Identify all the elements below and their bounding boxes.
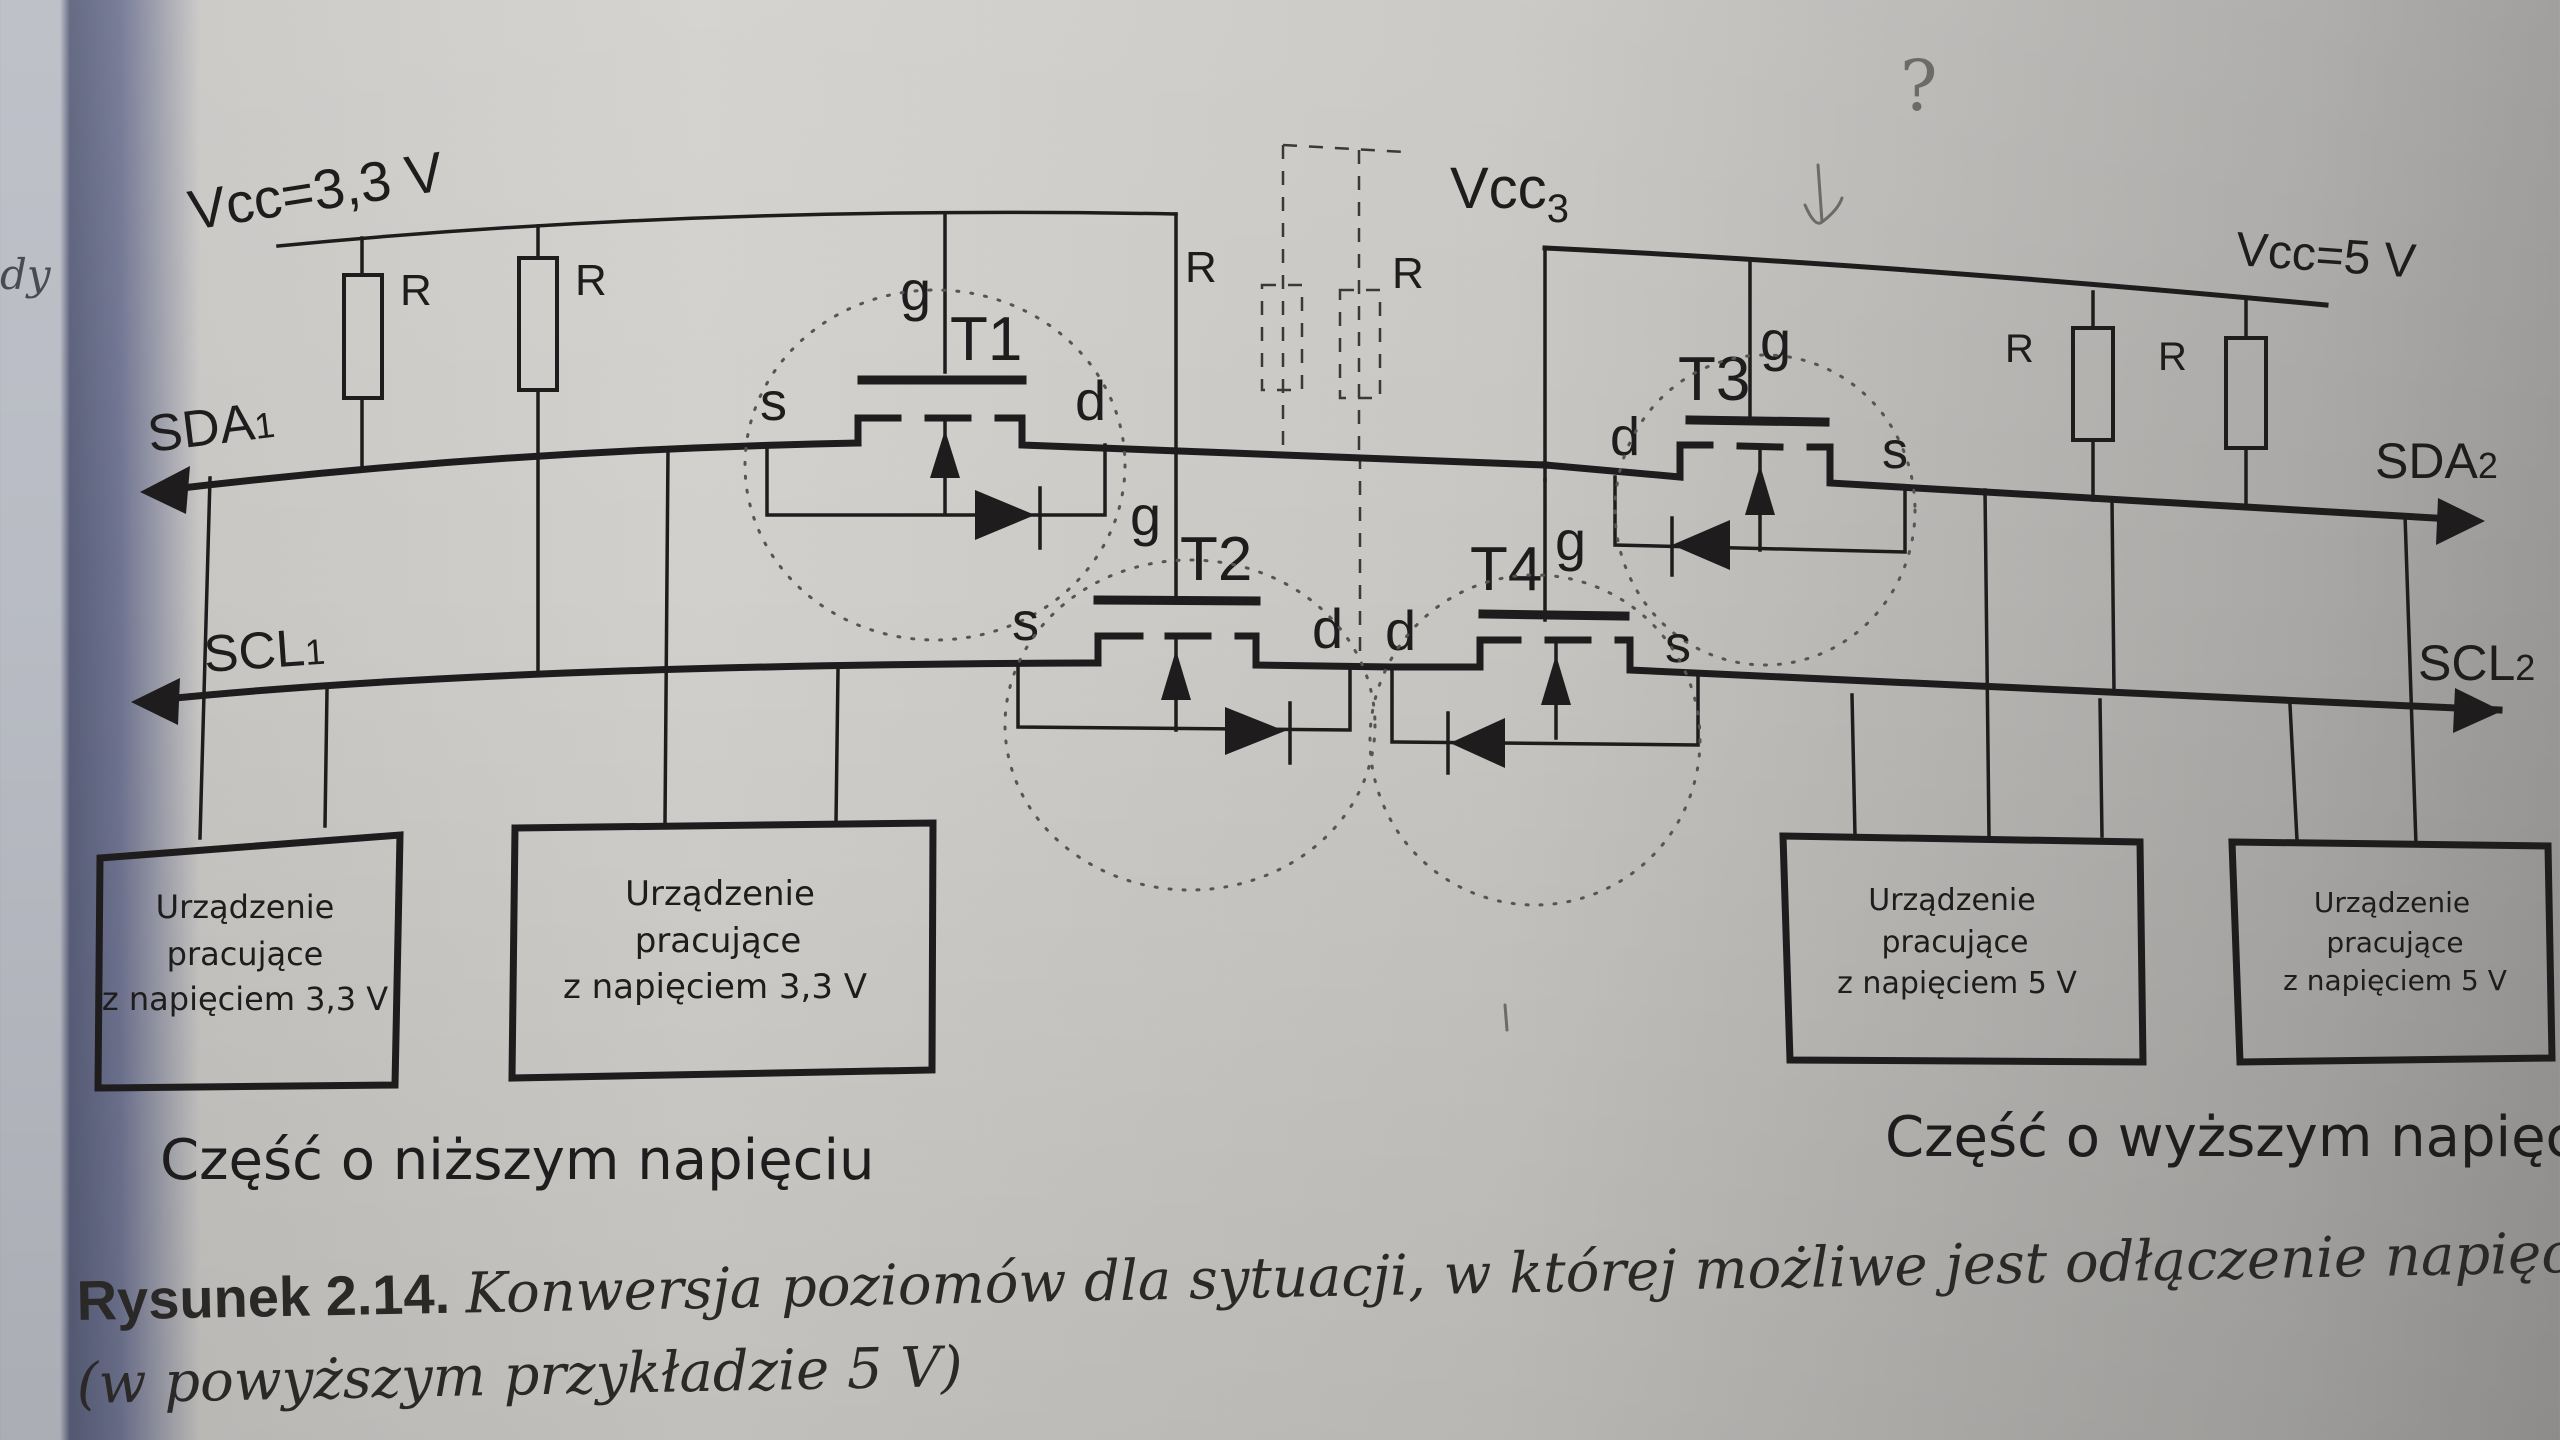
sda2-arrow-icon: [2436, 498, 2485, 545]
t4-arrow-icon: [1541, 655, 1571, 705]
t2-dotted-circle: [1003, 558, 1377, 892]
t2-arrow-icon: [1161, 650, 1191, 700]
dashed-resistor: [1260, 283, 1304, 392]
dashed-resistor: [1338, 288, 1382, 400]
t4-drain-label: d: [1385, 599, 1416, 662]
t4-gate-label: g: [1555, 509, 1586, 572]
t3-gate-bar: [1685, 415, 1830, 427]
scl1-arrow-icon: [131, 678, 180, 725]
device-box-1: Urządzenie pracujące z napięciem 3,3 V: [94, 831, 404, 1092]
t4-diode-loop: [1390, 665, 1700, 747]
device-box-3: Urządzenie pracujące z napięciem 5 V: [1837, 883, 2077, 1001]
resistor-label-dashed: R: [1392, 249, 1424, 298]
higher-voltage-section-label: Część o wyższym napięciu: [1885, 1105, 2560, 1170]
device-box-3-outline: [1779, 832, 2147, 1066]
device-1-line3: z napięciem 3,3 V: [102, 980, 388, 1018]
device-2-line3: z napięciem 3,3 V: [563, 967, 867, 1007]
t3-name-label: T3: [1678, 345, 1750, 414]
resistor-sda1: [342, 273, 384, 400]
t2-gate-label: g: [1130, 484, 1161, 547]
pullup-resistors: R R R R R: [342, 224, 2268, 694]
device-box-4-outline: [2228, 838, 2556, 1066]
t3-gate-label: g: [1760, 309, 1791, 372]
t1-name-label: T1: [950, 305, 1022, 374]
scl2-arrow-icon: [2453, 688, 2502, 733]
resistor-scl2: [2224, 336, 2268, 450]
scl2-label: SCL2: [2418, 635, 2535, 691]
scl-bus: SCL1 g T2 s d g T4 d s SCL2: [131, 484, 2535, 907]
vcc-low-rail: Vcc=3,3 V: [184, 139, 1178, 248]
vcc-low-label: Vcc=3,3 V: [184, 139, 448, 242]
sda1-label: SDA1: [144, 391, 277, 464]
device-1-line2: pracujące: [167, 935, 324, 973]
t2-gate-bar: [1093, 595, 1261, 606]
t3-dotted-circle: [1613, 353, 1917, 667]
t1-source-label: s: [760, 372, 787, 432]
lower-voltage-section-label: Część o niższym napięciu: [160, 1128, 875, 1193]
vcc-low-wire: [276, 210, 1178, 248]
sda2-label: SDA2: [2375, 433, 2498, 489]
device-4-line1: Urządzenie: [2314, 886, 2470, 919]
t1-dotted-circle: [743, 288, 1127, 642]
resistor-label-6: R: [2158, 335, 2187, 379]
resistor-label-1: R: [400, 266, 432, 315]
sda1-arrow-icon: [140, 466, 190, 514]
scl1-wire: [151, 659, 1094, 704]
sda1-wire: [161, 439, 862, 494]
device-2-line2: pracujące: [635, 921, 802, 961]
t2-source-label: s: [1012, 592, 1039, 652]
device-4-line3: z napięciem 5 V: [2283, 964, 2507, 997]
t2-diode-loop: [1016, 663, 1352, 732]
resistor-label-5: R: [2005, 327, 2034, 371]
t3-channel: [1541, 441, 2474, 524]
resistor-label-2: R: [575, 256, 607, 305]
device-box-2: Urządzenie pracujące z napięciem 3,3 V: [508, 819, 1509, 1082]
t4-source-label: s: [1665, 616, 1691, 674]
t1-body-diode-icon: [975, 490, 1035, 540]
device-2-line1: Urządzenie: [625, 874, 815, 914]
vcc-high-label: Vcc=5 V: [2234, 223, 2417, 288]
sda-bus: SDA1 g T1 s d g T3 d s SDA2: [140, 259, 2498, 667]
resistor-scl1: [517, 256, 559, 392]
t2-body-diode-icon: [1225, 707, 1285, 755]
device-4-line2: pracujące: [2326, 926, 2463, 959]
vcc3-dashed-supply: R Vcc3: [1260, 143, 1569, 660]
vcc3-label: Vcc3: [1450, 156, 1569, 231]
vcc-high-rail-wire: [1542, 245, 2329, 308]
t2-drain-label: d: [1312, 597, 1343, 660]
t4-gate-bar: [1478, 609, 1630, 621]
scl1-label: SCL1: [202, 618, 327, 684]
pencil-arrow-down-icon: [1803, 163, 1844, 225]
device-box-4: Urządzenie pracujące z napięciem 5 V: [2283, 886, 2507, 997]
device-3-line1: Urządzenie: [1868, 883, 2035, 918]
device-3-line3: z napięciem 5 V: [1837, 966, 2077, 1001]
t1-drain-label: d: [1075, 369, 1106, 432]
t4-name-label: T4: [1470, 535, 1542, 604]
resistor-sda2: [2071, 326, 2115, 442]
pencil-annotation: ?: [1803, 45, 1938, 225]
device-1-line1: Urządzenie: [156, 888, 335, 926]
t3-body-diode-icon: [1672, 520, 1730, 570]
margin-handwriting: dy: [0, 250, 51, 299]
t1-arrow-icon: [930, 430, 960, 478]
t1-diode-loop: [765, 443, 1107, 517]
t4-dotted-circle: [1368, 573, 1702, 907]
t3-arrow-icon: [1745, 465, 1775, 515]
device-3-line2: pracujące: [1882, 925, 2029, 960]
figure-number: Rysunek 2.14.: [76, 1261, 451, 1332]
resistor-label-3: R: [1185, 243, 1217, 292]
device-taps: [198, 448, 2418, 847]
pencil-question-mark: ?: [1900, 45, 1938, 127]
t4-body-diode-icon: [1450, 718, 1505, 768]
t1-channel: [854, 414, 1549, 469]
t2-t4-channel: [1086, 632, 2503, 714]
